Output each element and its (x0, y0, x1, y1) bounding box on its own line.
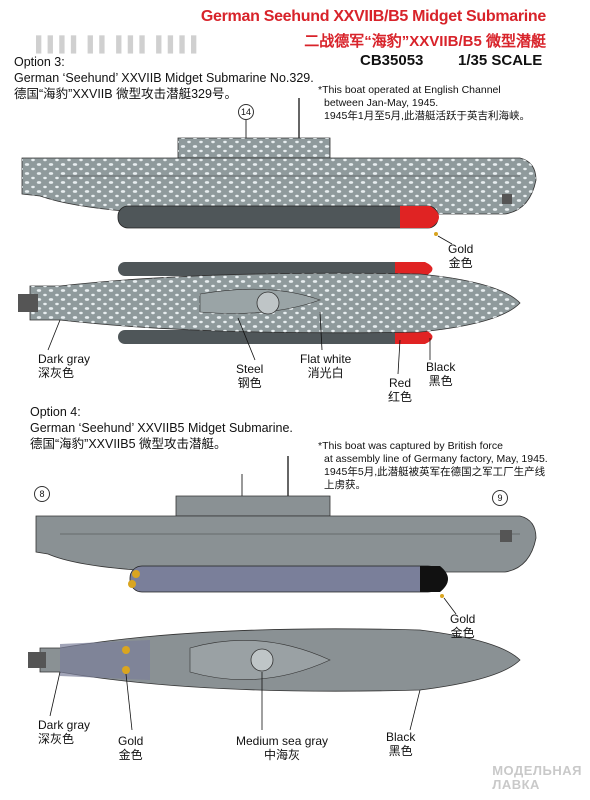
callout-lines-opt4 (49, 671, 421, 731)
option3-note-cn: 1945年1月至5月,此潜艇活跃于英吉利海峡。 (324, 110, 530, 122)
callout-line-gold-opt3 (437, 235, 453, 245)
bleed-through-text: ▌▌▌▌ ▌▌ ▌▌▌ ▌▌▌▌ (36, 36, 203, 53)
callout-lines-opt3 (47, 311, 431, 375)
callout-number-9: 9 (492, 490, 508, 506)
option4-line2-cn: 德国“海豹”XXVIIB5 微型攻击潜艇。 (30, 437, 227, 451)
sub-opt4-top (28, 628, 521, 692)
option3-note-l1: *This boat operated at English Channel (318, 84, 501, 96)
option4-heading: Option 4: (30, 405, 81, 419)
callout-number-14: 14 (238, 104, 254, 120)
sub-opt3-side (21, 98, 537, 236)
option4-note-cn1: 1945年5月,此潜艇被英军在德国之军工厂生产线 (324, 466, 546, 478)
scale-label: 1/35 SCALE (458, 52, 543, 69)
option3-line1: German ‘Seehund’ XXVIIB Midget Submarine… (14, 71, 314, 85)
option4-note-l1: *This boat was captured by British force (318, 440, 504, 452)
callout-line-gold-opt4 (443, 597, 457, 615)
option3-heading: Option 3: (14, 55, 65, 69)
product-code: CB35053 (360, 52, 424, 69)
callout-number-8: 8 (34, 486, 50, 502)
option4-note-cn2: 上虏获。 (324, 479, 366, 491)
option3-line2-cn: 德国“海豹”XXVIIB 微型攻击潜艇329号。 (14, 87, 237, 101)
option4-line1: German ‘Seehund’ XXVIIB5 Midget Submarin… (30, 421, 293, 435)
sub-opt3-top (18, 262, 521, 344)
page-title: German Seehund XXVIIB/B5 Midget Submarin… (200, 8, 546, 25)
option3-note-l2: between Jan-May, 1945. (324, 97, 439, 109)
page-title-cn: 二战德军“海豹”XXVIIB/B5 微型潜艇 (304, 33, 546, 50)
option4-note-l2: at assembly line of Germany factory, May… (324, 453, 548, 465)
sub-opt4-side (35, 456, 537, 598)
